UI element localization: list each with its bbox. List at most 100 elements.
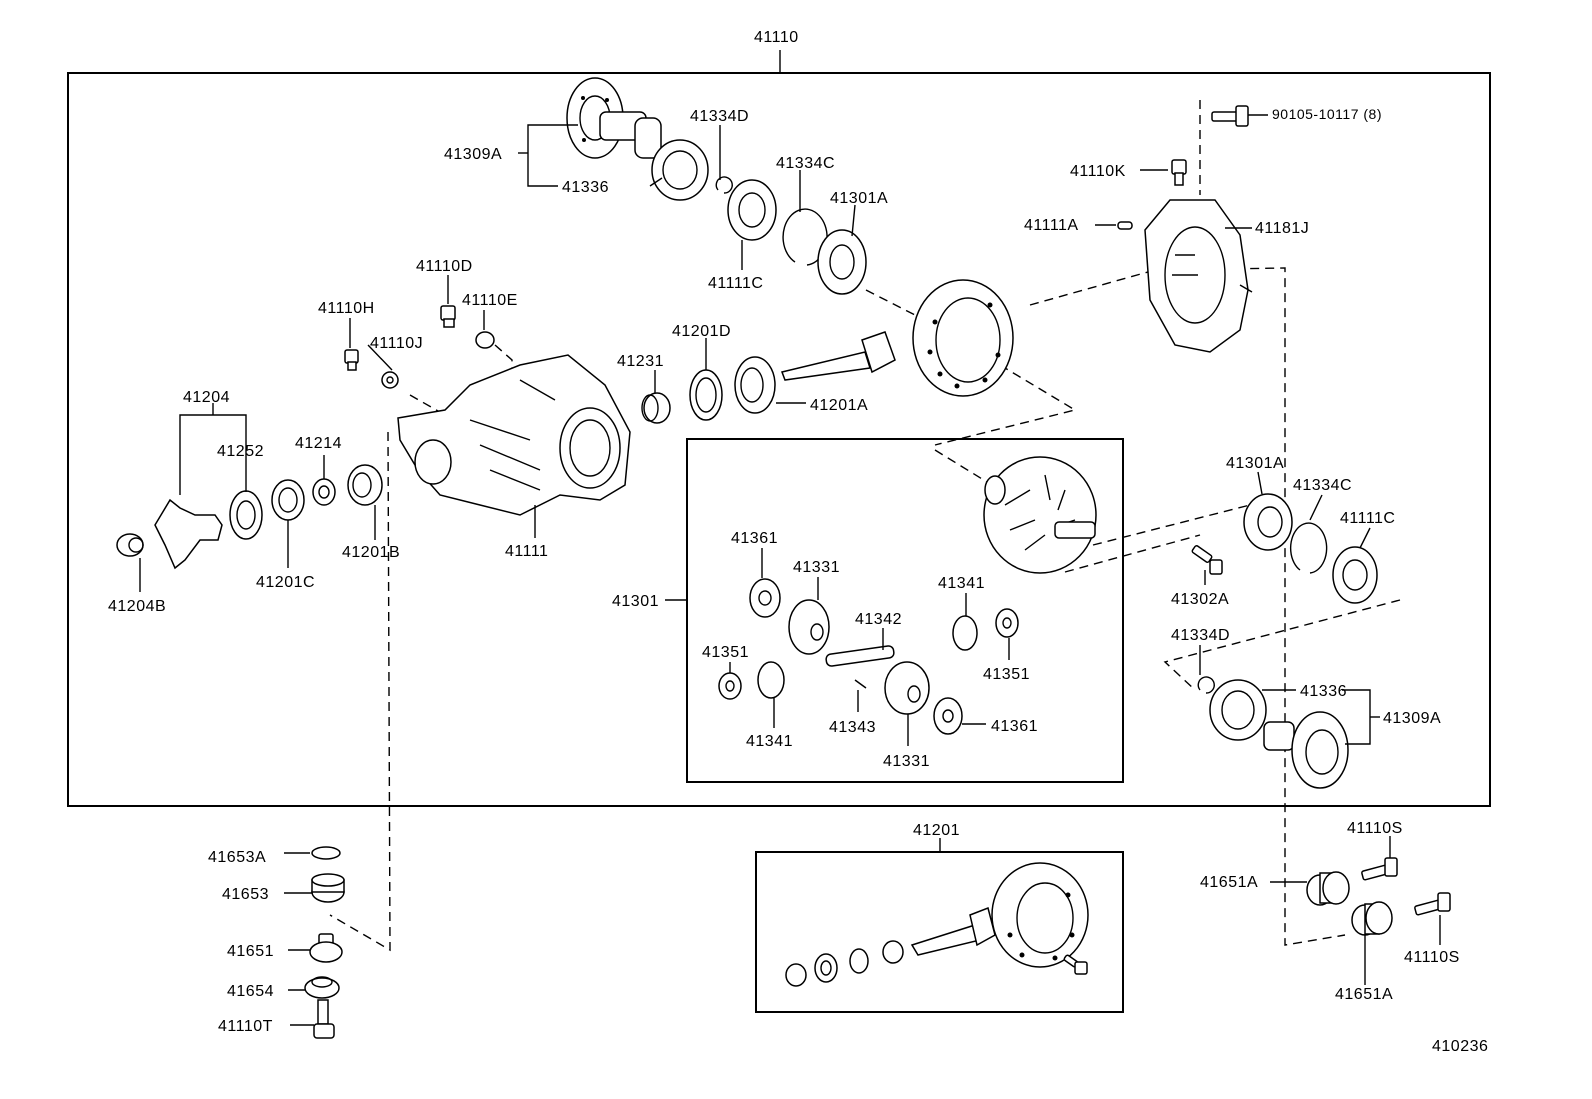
part-label-41110T[interactable]: 41110T [218, 1018, 273, 1035]
part-label-41252[interactable]: 41252 [217, 443, 264, 460]
part-label-41361-b[interactable]: 41361 [991, 718, 1038, 735]
part-label-41110K[interactable]: 41110K [1070, 163, 1126, 180]
part-label-41336-right[interactable]: 41336 [1300, 683, 1347, 700]
plug-41110D-icon[interactable] [440, 305, 456, 328]
part-label-41301A-top[interactable]: 41301A [830, 190, 888, 207]
part-label-41342[interactable]: 41342 [855, 611, 902, 628]
part-label-41201D[interactable]: 41201D [672, 323, 731, 340]
part-label-41334D-right[interactable]: 41334D [1171, 627, 1230, 644]
snap-ring-41334C-right-icon[interactable] [1289, 522, 1328, 574]
oil-seal-41336-right-icon[interactable] [1209, 679, 1267, 741]
spacer-41231-icon[interactable] [641, 392, 671, 424]
part-label-41111[interactable]: 41111 [505, 543, 548, 560]
washer-41653A-icon[interactable] [311, 846, 341, 860]
washer-41201D-icon[interactable] [689, 369, 723, 421]
part-label-41111C-top[interactable]: 41111C [708, 275, 763, 292]
plug-41110K-icon[interactable] [1171, 159, 1187, 186]
part-label-41654[interactable]: 41654 [227, 983, 274, 1000]
plug-41110E-icon[interactable] [475, 331, 495, 349]
part-label-41111A[interactable]: 41111A [1024, 217, 1079, 234]
side-gear-41331-b-icon[interactable] [884, 661, 930, 715]
part-label-41201A[interactable]: 41201A [810, 397, 868, 414]
bearing-41201B-icon[interactable] [347, 464, 383, 506]
bolt-41110S-b-icon[interactable] [1414, 892, 1451, 916]
part-label-90105-10117[interactable]: 90105-10117 (8) [1272, 106, 1382, 122]
part-label-41336-top[interactable]: 41336 [562, 179, 609, 196]
companion-flange-41204-icon[interactable] [154, 498, 223, 570]
part-label-41334C-right[interactable]: 41334C [1293, 477, 1352, 494]
part-label-41651A-b[interactable]: 41651A [1335, 986, 1393, 1003]
part-label-41331-b[interactable]: 41331 [883, 753, 930, 770]
part-label-41351-a[interactable]: 41351 [702, 644, 749, 661]
pinion-shaft-41342-icon[interactable] [825, 645, 895, 667]
bolt-90105-icon[interactable] [1211, 105, 1249, 127]
pinion-gear-41341-a-icon[interactable] [952, 615, 978, 651]
part-label-41110H[interactable]: 41110H [318, 300, 375, 317]
part-label-41110S-b[interactable]: 41110S [1404, 949, 1460, 966]
washer-41110J-icon[interactable] [381, 371, 399, 389]
thrust-washer-41351-b-icon[interactable] [718, 672, 742, 700]
oil-seal-41336-top-icon[interactable] [651, 139, 709, 201]
part-label-41301[interactable]: 41301 [612, 593, 659, 610]
bearing-41201A-icon[interactable] [734, 356, 776, 414]
part-label-41201[interactable]: 41201 [913, 822, 960, 839]
part-label-41653A[interactable]: 41653A [208, 849, 266, 866]
cushion-41653-icon[interactable] [311, 873, 345, 903]
part-label-41301A-right[interactable]: 41301A [1226, 455, 1284, 472]
pin-41343-icon[interactable] [854, 679, 867, 689]
part-label-41110D[interactable]: 41110D [416, 258, 473, 275]
cushion-41654-icon[interactable] [304, 976, 340, 999]
part-label-41231[interactable]: 41231 [617, 353, 664, 370]
pin-41111A-icon[interactable] [1117, 221, 1133, 230]
differential-carrier-41111-icon[interactable] [397, 354, 631, 516]
spacer-41214-icon[interactable] [312, 478, 336, 506]
bushing-41651A-b-icon[interactable] [1351, 901, 1393, 936]
part-label-41204B[interactable]: 41204B [108, 598, 166, 615]
pinion-gear-41341-b-icon[interactable] [757, 661, 785, 699]
cushion-41651-icon[interactable] [309, 933, 343, 963]
bolt-41110S-a-icon[interactable] [1361, 857, 1398, 881]
plug-41110H-icon[interactable] [344, 349, 359, 371]
bearing-41301A-right-icon[interactable] [1243, 493, 1293, 551]
part-label-41653[interactable]: 41653 [222, 886, 269, 903]
oil-seal-41252-icon[interactable] [229, 490, 263, 540]
part-label-41181J[interactable]: 41181J [1255, 220, 1309, 237]
part-label-41110[interactable]: 41110 [754, 29, 799, 46]
cover-41181J-icon[interactable] [1144, 199, 1253, 353]
part-label-41334C-top[interactable]: 41334C [776, 155, 835, 172]
drive-pinion-icon[interactable] [781, 331, 896, 381]
bolt-41110T-icon[interactable] [313, 999, 335, 1039]
side-gear-41331-a-icon[interactable] [788, 599, 830, 655]
part-label-41204[interactable]: 41204 [183, 389, 230, 406]
part-label-41331-a[interactable]: 41331 [793, 559, 840, 576]
part-label-41309A-right[interactable]: 41309A [1383, 710, 1441, 727]
oil-seal-41111C-top-icon[interactable] [727, 179, 777, 241]
part-label-41361-a[interactable]: 41361 [731, 530, 778, 547]
snap-ring-41334D-right-icon[interactable] [1197, 676, 1215, 694]
nut-41204B-icon[interactable] [116, 533, 144, 557]
flange-41309A-right-icon[interactable] [1263, 711, 1349, 789]
bolt-41302A-icon[interactable] [1191, 545, 1223, 575]
part-label-41341-a[interactable]: 41341 [938, 575, 985, 592]
part-label-41343[interactable]: 41343 [829, 719, 876, 736]
differential-case-icon[interactable] [983, 456, 1097, 574]
bearing-41301A-top-icon[interactable] [817, 229, 867, 295]
part-label-41302A[interactable]: 41302A [1171, 591, 1229, 608]
ring-gear-icon[interactable] [912, 279, 1014, 397]
part-label-41111C-right[interactable]: 41111C [1340, 510, 1395, 527]
bearing-41201C-icon[interactable] [271, 479, 305, 521]
part-label-41651A-a[interactable]: 41651A [1200, 874, 1258, 891]
part-label-41201C[interactable]: 41201C [256, 574, 315, 591]
part-label-41214[interactable]: 41214 [295, 435, 342, 452]
snap-ring-41334D-top-icon[interactable] [715, 176, 733, 194]
bushing-41651A-a-icon[interactable] [1306, 871, 1350, 906]
part-label-41110E[interactable]: 41110E [462, 292, 518, 309]
part-label-41334D-top[interactable]: 41334D [690, 108, 749, 125]
thrust-washer-41351-a-icon[interactable] [995, 608, 1019, 638]
part-label-41309A-top[interactable]: 41309A [444, 146, 502, 163]
drive-pinion-kit-41201-icon[interactable] [785, 862, 1089, 987]
oil-seal-41111C-right-icon[interactable] [1332, 546, 1378, 604]
part-label-41110S-a[interactable]: 41110S [1347, 820, 1403, 837]
part-label-41351-b[interactable]: 41351 [983, 666, 1030, 683]
part-label-41201B[interactable]: 41201B [342, 544, 400, 561]
